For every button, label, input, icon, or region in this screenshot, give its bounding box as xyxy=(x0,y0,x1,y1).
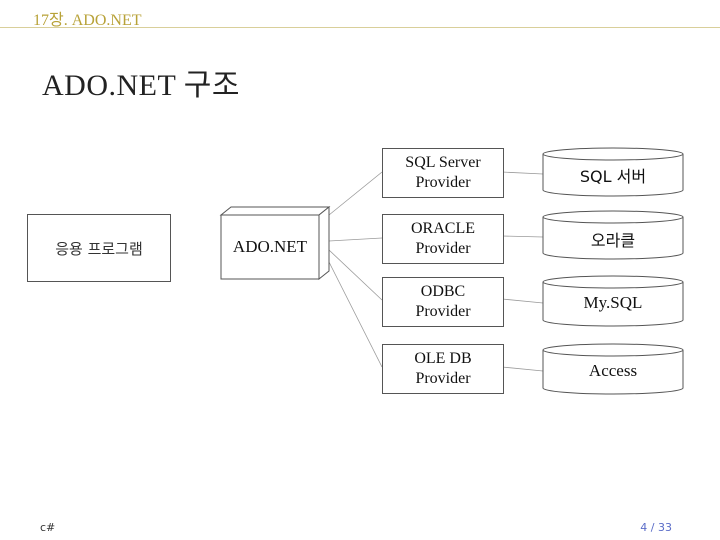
chapter-heading: 17장. ADO.NET xyxy=(33,12,142,29)
db-label-mysql: My.SQL xyxy=(583,293,643,312)
page-number: 4 / 33 xyxy=(640,521,672,534)
ado-net-label: ADO.NET xyxy=(232,237,308,256)
application-box: 응용 프로그램 xyxy=(27,214,171,282)
ado-box-side xyxy=(318,205,330,281)
db-cylinder-sql xyxy=(542,147,684,197)
footer-course-label: c# xyxy=(40,521,56,534)
ado-net-box xyxy=(219,205,331,281)
provider-oledb: OLE DB Provider xyxy=(382,344,504,394)
slide-title: ADO.NET 구조 xyxy=(42,69,240,102)
database-cylinders xyxy=(542,147,684,395)
provider-sql-server: SQL Server Provider xyxy=(382,148,504,198)
connector-db-access xyxy=(501,366,544,372)
connector-oledb xyxy=(328,261,383,368)
ado-box-front xyxy=(220,214,320,280)
db-cylinder-access xyxy=(542,343,684,395)
provider-odbc: ODBC Provider xyxy=(382,277,504,327)
connector-db-mysql xyxy=(501,298,544,304)
db-label-sql-server: SQL 서버 xyxy=(579,167,647,186)
db-cylinder-mysql xyxy=(542,275,684,327)
db-cylinder-oracle xyxy=(542,210,684,260)
connector-oracle xyxy=(328,237,383,242)
connector-db-oracle xyxy=(501,235,544,238)
connector-db-sql xyxy=(501,171,544,175)
connector-sql-server xyxy=(328,171,383,216)
db-label-access: Access xyxy=(588,361,638,380)
provider-db-connectors xyxy=(501,171,544,372)
header-divider xyxy=(0,27,720,28)
db-label-oracle: 오라클 xyxy=(590,231,636,250)
provider-oracle: ORACLE Provider xyxy=(382,214,504,264)
ado-box-top xyxy=(219,206,331,216)
connector-odbc xyxy=(328,249,383,301)
ado-provider-connectors xyxy=(328,171,383,368)
